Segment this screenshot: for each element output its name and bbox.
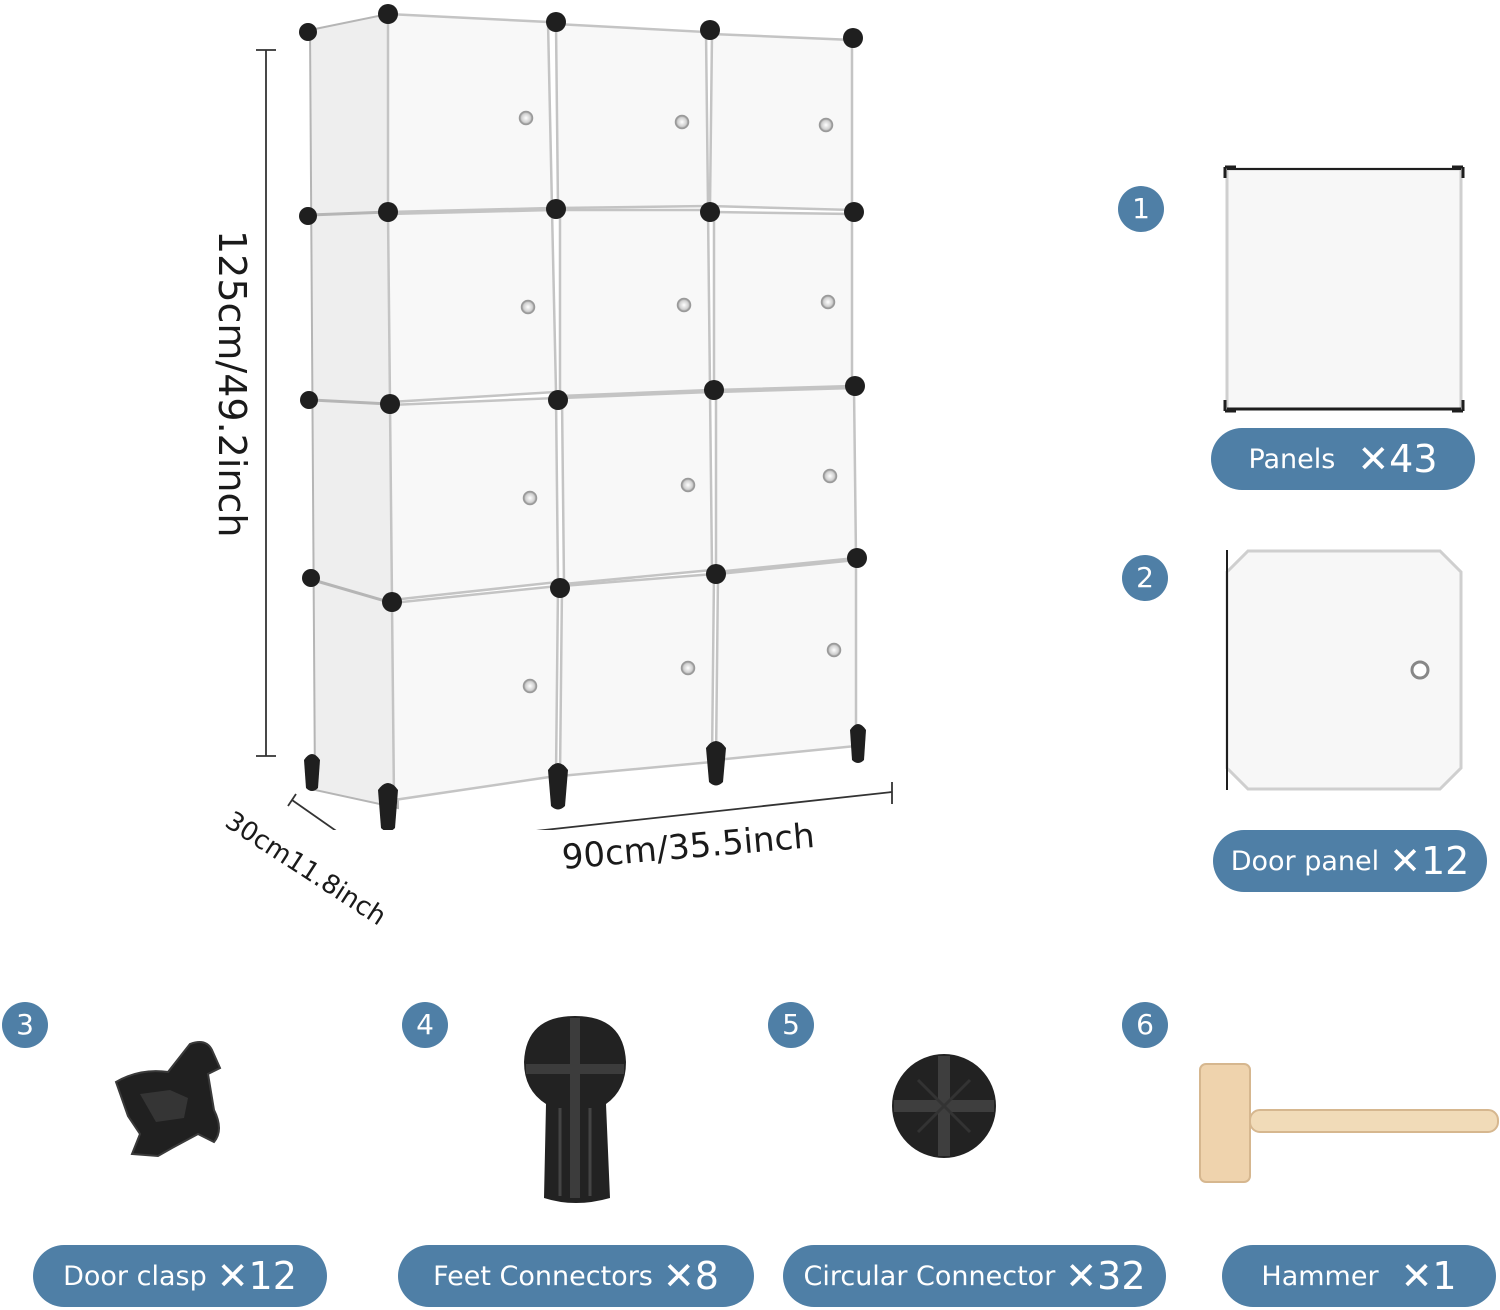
- part-4-number-badge: 4: [402, 1002, 448, 1048]
- part-1-name: Panels: [1248, 443, 1336, 475]
- door-panel-icon: [1225, 549, 1463, 791]
- part-3-quantity: ✕12: [216, 1254, 297, 1298]
- part-5-name: Circular Connector: [803, 1260, 1056, 1292]
- part-4-label: Feet Connectors ✕8: [398, 1245, 754, 1307]
- part-6-label: Hammer ✕1: [1222, 1245, 1496, 1307]
- part-5-quantity: ✕32: [1065, 1254, 1146, 1298]
- part-6-name: Hammer: [1261, 1260, 1379, 1292]
- hammer-icon: [1199, 1063, 1499, 1183]
- cabinet-feet: [304, 724, 866, 830]
- feet-connector-icon: [524, 1016, 626, 1203]
- part-6-quantity: ✕1: [1400, 1254, 1457, 1298]
- part-1-number-badge: 1: [1118, 186, 1164, 232]
- part-2-name: Door panel: [1230, 845, 1380, 877]
- part-4-name: Feet Connectors: [433, 1260, 653, 1292]
- part-1-label: Panels ✕43: [1211, 428, 1475, 490]
- door-knobs: [518, 110, 842, 694]
- cabinet-doors: [386, 12, 858, 802]
- circular-connector-icon: [892, 1054, 996, 1158]
- part-2-label: Door panel ✕12: [1213, 830, 1487, 892]
- part-2-quantity: ✕12: [1389, 839, 1470, 883]
- part-3-label: Door clasp ✕12: [33, 1245, 327, 1307]
- part-2-number-badge: 2: [1122, 555, 1168, 601]
- part-5-number-badge: 5: [768, 1002, 814, 1048]
- door-clasp-icon: [114, 1041, 222, 1158]
- part-5-label: Circular Connector ✕32: [783, 1245, 1166, 1307]
- part-6-number-badge: 6: [1122, 1002, 1168, 1048]
- square-panel-icon: [1223, 165, 1465, 413]
- part-4-quantity: ✕8: [662, 1254, 719, 1298]
- part-1-quantity: ✕43: [1357, 437, 1438, 481]
- height-dimension-label: 125cm/49.2inch: [210, 230, 254, 538]
- cabinet-illustration: [256, 4, 893, 830]
- part-3-number-badge: 3: [2, 1002, 48, 1048]
- cabinet-connectors: [299, 4, 867, 612]
- cabinet-side: [308, 12, 400, 810]
- dimension-lines: [256, 49, 893, 830]
- part-3-name: Door clasp: [63, 1260, 207, 1292]
